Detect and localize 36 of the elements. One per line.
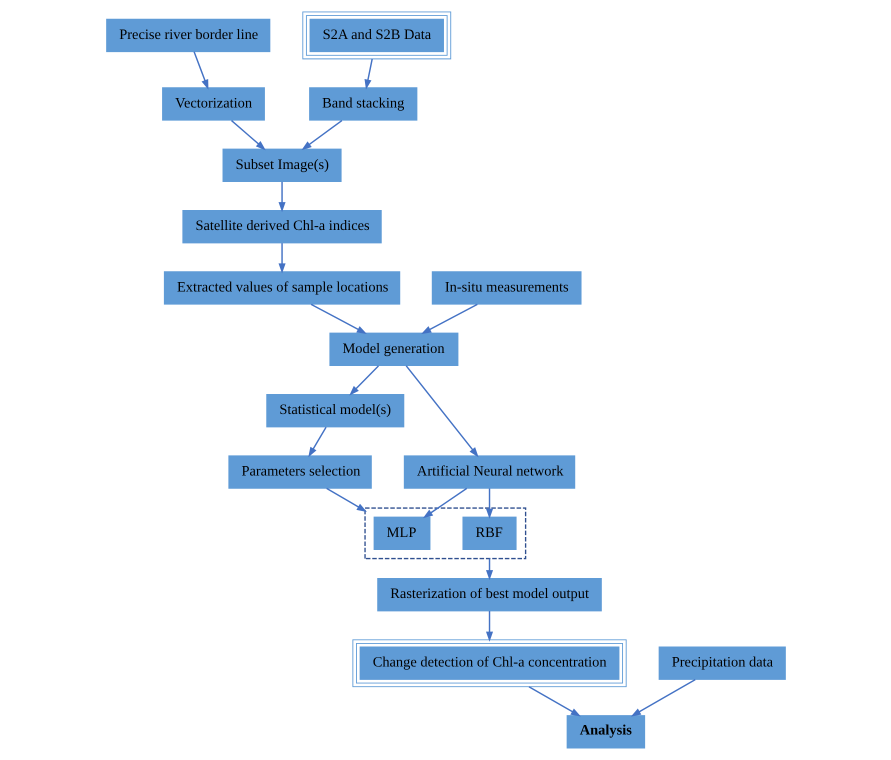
- node-box: Statistical model(s): [266, 394, 404, 428]
- arrow: [310, 304, 366, 334]
- node-box: Model generation: [328, 332, 458, 366]
- arrow: [485, 611, 493, 642]
- node-box: Vectorization: [162, 87, 264, 121]
- node-box: Extracted values of sample locations: [163, 271, 400, 305]
- arrow: [326, 488, 366, 512]
- arrow: [422, 488, 467, 518]
- node-box: Satellite derived Chl-a indices: [182, 210, 382, 244]
- node-box: Parameters selection: [228, 455, 372, 489]
- node-box: S2A and S2B Data: [302, 12, 451, 60]
- node-box: Precipitation data: [658, 646, 786, 680]
- node-box: Precise river border line: [106, 18, 270, 52]
- arrow: [420, 304, 478, 334]
- arrow: [230, 120, 266, 150]
- node-box: Rasterization of best model output: [376, 578, 602, 612]
- arrow: [278, 182, 286, 212]
- arrow: [278, 243, 286, 274]
- arrow: [348, 365, 379, 396]
- arrow: [630, 679, 696, 717]
- node-box: Subset Image(s): [222, 148, 342, 182]
- arrow: [192, 52, 208, 90]
- arrow: [300, 120, 342, 150]
- node-box: Artificial Neural network: [403, 455, 575, 489]
- arrow: [528, 686, 580, 717]
- node-box: RBF: [462, 516, 516, 550]
- node-box: Analysis: [566, 715, 645, 748]
- arrow: [485, 558, 493, 580]
- node-box: Band stacking: [308, 87, 417, 121]
- node-box: Change detection of Chl-a concentration: [352, 639, 626, 688]
- arrow: [308, 426, 326, 458]
- node-box: In-situ measurements: [431, 271, 582, 305]
- node-box: MLP: [373, 516, 430, 550]
- arrow: [485, 488, 493, 519]
- arrow: [364, 58, 372, 90]
- arrow: [405, 365, 478, 458]
